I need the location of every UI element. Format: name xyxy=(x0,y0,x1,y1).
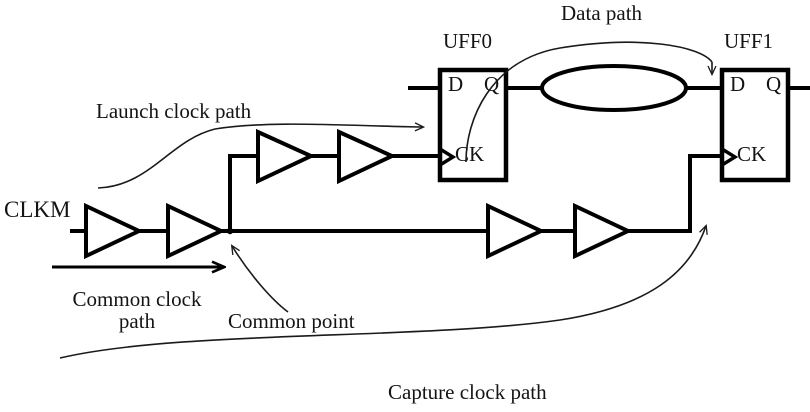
common-point-junction-dot xyxy=(226,227,234,235)
capture-riser-to-uff1ck xyxy=(621,154,722,233)
combinational-logic-ellipse xyxy=(540,64,688,112)
launch-branch-riser xyxy=(228,154,262,231)
launch-clock-path-annotation-arrow xyxy=(97,124,423,189)
uff1-label: UFF1 xyxy=(724,29,774,53)
capture-clock-path-wires xyxy=(531,154,722,233)
common-point-annotation-arrow xyxy=(232,246,289,313)
clock-tree-branch-wires xyxy=(225,154,488,233)
common-clock-path-label-line1: Common clock xyxy=(72,287,202,311)
uff0-label: UFF0 xyxy=(443,29,493,53)
common-buffer-1 xyxy=(84,202,144,260)
uff0-pin-q: Q xyxy=(484,72,500,96)
uff1-body xyxy=(719,67,791,183)
uff0-ck-triangle-icon xyxy=(439,147,457,167)
uff0-pin-d: D xyxy=(448,72,464,96)
data-path-annotation-arrow xyxy=(465,41,713,163)
capture-clock-path-annotation-arrow xyxy=(59,226,706,359)
launch-clock-path-label: Launch clock path xyxy=(96,99,252,123)
common-buffer-2 xyxy=(166,202,226,260)
uff1-ck-triangle-icon xyxy=(721,147,739,167)
common-point-label: Common point xyxy=(228,309,355,333)
uff0-pin-ck: CK xyxy=(455,142,485,166)
launch-buffer-2 xyxy=(337,128,397,185)
uff1-pin-q: Q xyxy=(766,72,782,96)
capture-buffer-2 xyxy=(573,202,633,260)
data-path-label: Data path xyxy=(561,1,643,25)
common-clock-path-label-line2: path xyxy=(118,309,156,333)
uff1-pin-d: D xyxy=(730,72,746,96)
capture-clock-path-label: Capture clock path xyxy=(388,380,547,404)
capture-buffer-1 xyxy=(486,202,546,260)
uff1-pin-ck: CK xyxy=(737,142,767,166)
uff0-body xyxy=(437,67,509,183)
clkm-label: CLKM xyxy=(4,197,71,222)
launch-buffer-1 xyxy=(256,128,316,185)
